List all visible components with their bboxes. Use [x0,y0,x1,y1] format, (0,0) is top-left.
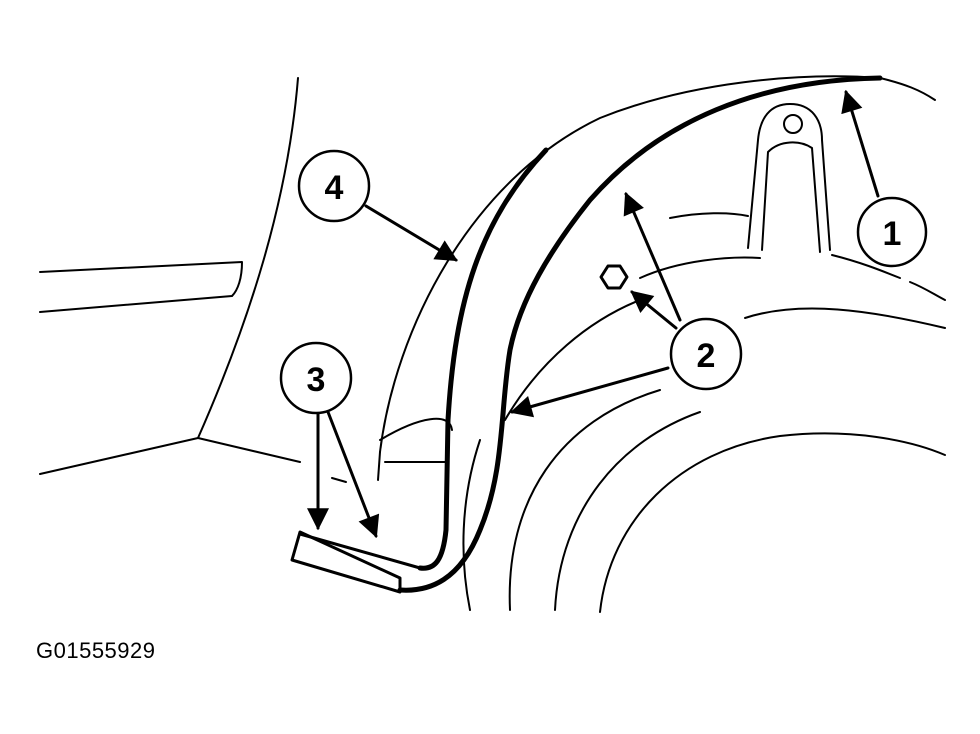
arrow-callout-2a [623,191,682,322]
callout-3: 3 [279,341,353,415]
callout-3-label: 3 [307,361,326,399]
arrow-callout-1 [841,89,880,198]
callout-1: 1 [856,196,928,268]
callout-2-label: 2 [697,337,716,375]
hex-nut [599,264,629,290]
arrow-callout-2c [509,366,670,418]
fender-arch [379,75,936,611]
arrow-callout-4 [364,204,458,262]
inner-panel [379,212,946,613]
arrow-callout-3b [326,410,380,539]
figure-id: G01555929 [36,638,156,663]
wheel-well-seal [290,75,883,594]
body-panel [39,77,381,483]
leader-arrows [307,89,880,539]
callout-4-label: 4 [325,169,344,207]
arrow-callout-2b [630,290,678,330]
strut-tower [747,103,831,253]
callout-2: 2 [669,317,743,391]
callout-1-label: 1 [883,215,902,253]
callout-4: 4 [297,149,371,223]
